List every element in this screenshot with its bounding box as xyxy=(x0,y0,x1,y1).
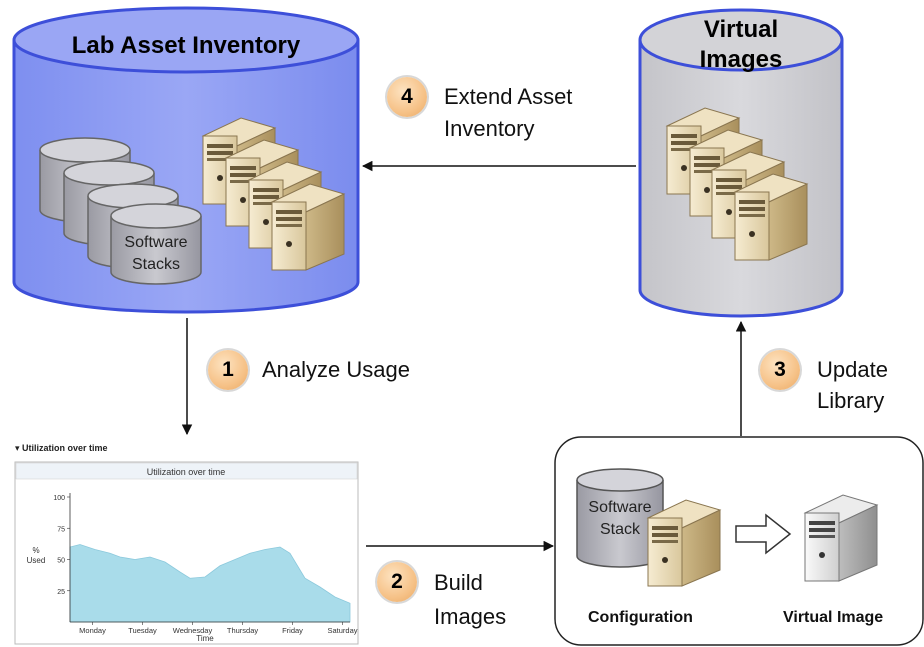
inventory-title: Lab Asset Inventory xyxy=(71,32,301,59)
chart-x-tick-label: Wednesday xyxy=(173,626,213,635)
chart-xlabel: Time xyxy=(196,634,214,643)
software-stacks-label-line2: Stacks xyxy=(131,256,180,273)
step-3-label-line1: Update xyxy=(817,357,888,382)
step-1-label: Analyze Usage xyxy=(262,357,410,382)
step-2-label-line2: Images xyxy=(434,604,507,629)
virtual-images-title-line2: Images xyxy=(699,46,783,73)
chart-y-tick-label: 25 xyxy=(57,589,65,596)
software-stacks-disks xyxy=(39,137,202,285)
step-1-badge: 1 xyxy=(208,350,248,390)
chart-x-tick-label: Monday xyxy=(79,626,106,635)
build-software-stack-line2: Stack xyxy=(599,521,640,538)
virtual-images-title-line1: Virtual xyxy=(703,16,779,43)
utilization-area xyxy=(69,544,351,623)
chart-ylabel-line2: Used xyxy=(27,556,46,565)
chart-x-tick-label: Friday xyxy=(282,626,303,635)
build-software-stack-disk xyxy=(576,468,664,568)
chart-y-tick-label: 100 xyxy=(53,495,65,502)
chart-x-tick-label: Tuesday xyxy=(128,626,157,635)
chart-ylabel-line1: % xyxy=(32,546,39,555)
step-4-badge: 4 xyxy=(387,77,427,117)
build-software-stack-line1: Software xyxy=(588,499,652,516)
chart-title-bar xyxy=(15,462,358,480)
configuration-caption: Configuration xyxy=(588,609,693,626)
step-4-label-line1: Extend Asset xyxy=(444,84,573,109)
virtual-image-caption: Virtual Image xyxy=(783,609,884,626)
chart-panel-label: ▾ Utilization over time xyxy=(15,443,108,453)
step-2-badge: 2 xyxy=(377,562,417,602)
chart-x-tick-label: Thursday xyxy=(227,626,259,635)
step-3-label-line2: Library xyxy=(817,388,885,413)
chart-title: Utilization over time xyxy=(147,467,226,477)
transform-arrow-icon xyxy=(735,513,792,555)
chart-y-tick-label: 50 xyxy=(57,558,65,565)
step-4-label-line2: Inventory xyxy=(444,116,535,141)
step-2-label-line1: Build xyxy=(434,570,483,595)
chart-x-tick-label: Saturday xyxy=(327,626,357,635)
software-stacks-label-line1: Software xyxy=(124,234,188,251)
virtual-image-server xyxy=(804,494,878,582)
chart-y-tick-label: 75 xyxy=(57,526,65,533)
step-3-badge: 3 xyxy=(760,350,800,390)
